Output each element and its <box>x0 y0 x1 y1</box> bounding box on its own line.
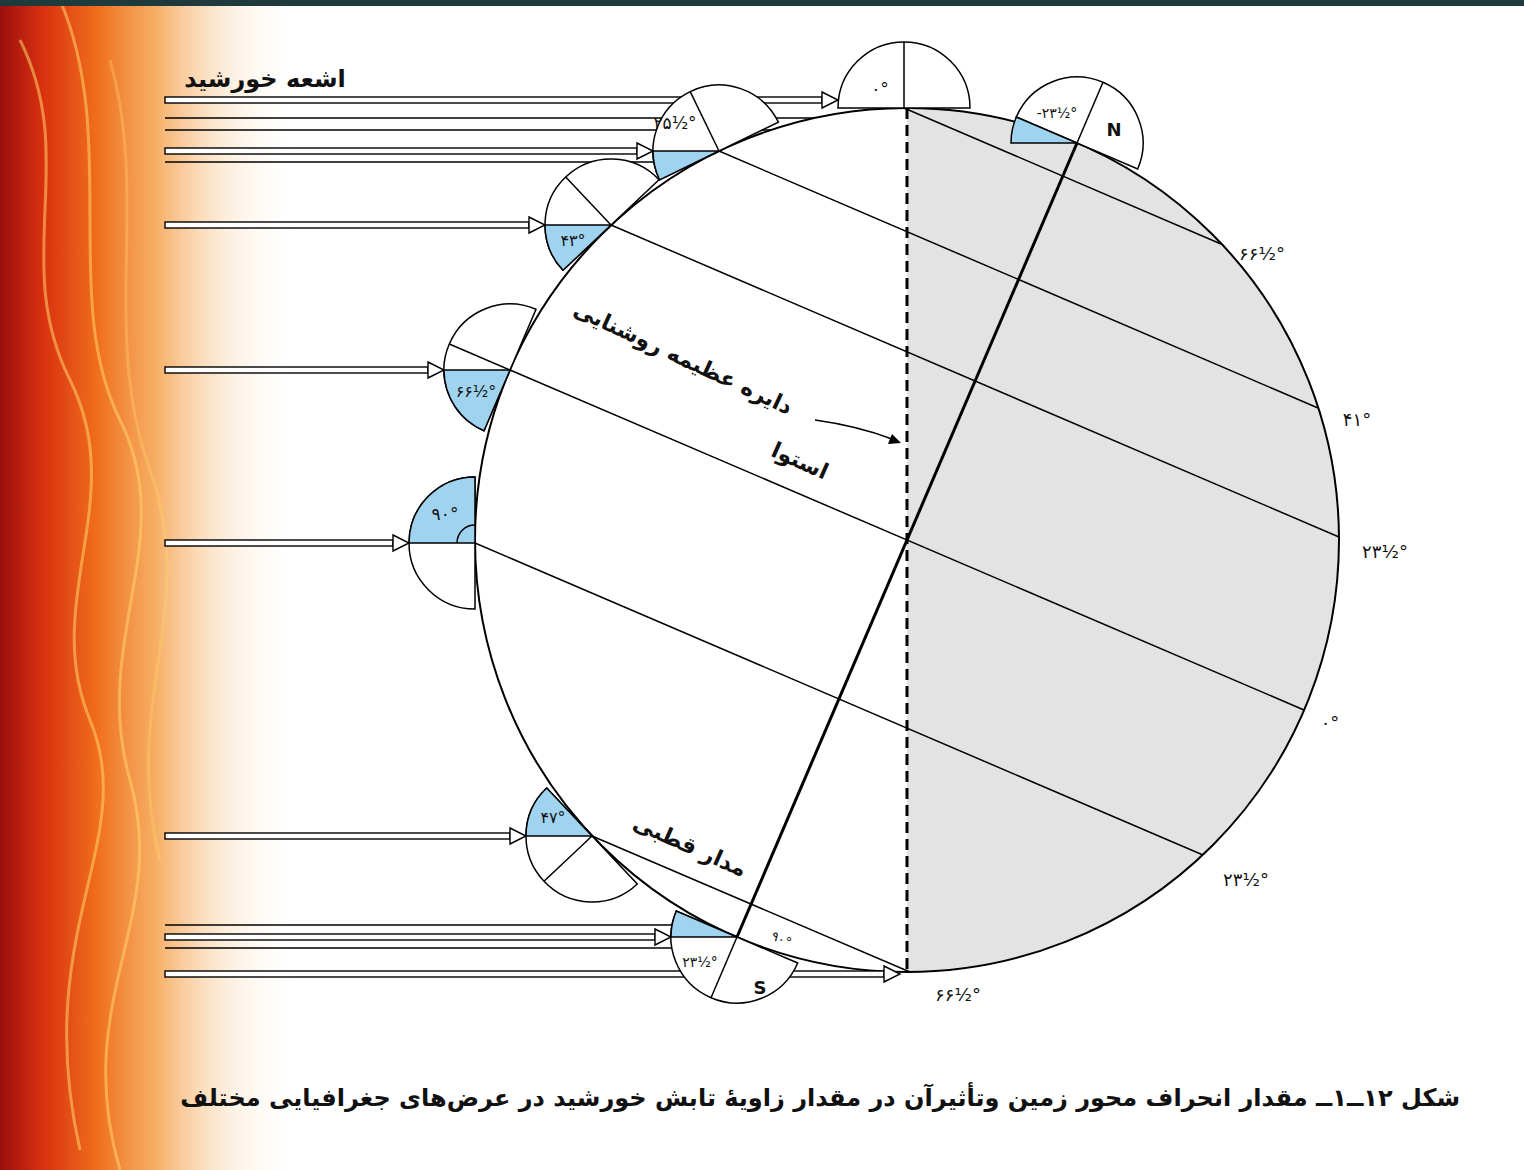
pointer-arrow <box>815 420 892 439</box>
pole-letter: S <box>754 978 767 999</box>
pole-letter: N <box>1106 120 1121 141</box>
angle-value: ۶۶½° <box>456 383 497 401</box>
angle-value: ۲۳½° <box>682 954 718 970</box>
sun-streak <box>110 60 167 860</box>
ray-head <box>393 535 409 551</box>
angle-wedge <box>409 477 475 543</box>
angle-value: ۹۰° <box>432 505 459 525</box>
latitude-value: ۰° <box>1321 713 1340 734</box>
latitude-value: ۶۶½° <box>1239 244 1285 265</box>
ray-shaft <box>165 148 637 154</box>
earth-axis <box>737 143 1077 937</box>
pointer-arrow-head <box>888 434 901 444</box>
angle-marker <box>526 788 637 902</box>
ray-shaft <box>165 540 393 546</box>
sun-streaks <box>20 0 167 1170</box>
ray-head <box>428 362 444 378</box>
ray-shaft <box>165 934 655 940</box>
latitude-lines <box>475 108 1339 972</box>
latitude-value: ۴۱° <box>1343 410 1371 431</box>
night-half <box>907 108 1339 972</box>
sun-streak <box>60 0 141 1170</box>
latitude-value: ۲۳½° <box>1362 542 1408 563</box>
latitude-value: ۶۶½° <box>935 985 981 1006</box>
ray-head <box>510 828 526 844</box>
sun-glow <box>0 0 300 1170</box>
marker-normal <box>544 836 592 881</box>
latitude-value: ۲۳½° <box>1223 870 1269 891</box>
earth-disc <box>475 108 1339 972</box>
angle-marker <box>838 42 970 108</box>
rays-title: اشعه خورشید <box>184 66 346 94</box>
marker-normal <box>903 42 905 108</box>
angle-wedge <box>671 911 737 937</box>
angle-marker <box>671 911 798 1003</box>
angle-marker <box>1016 77 1143 169</box>
marker-normal <box>449 344 510 370</box>
sun-ray-line <box>165 117 900 118</box>
figure-caption: شکل ۱۲ــ۱ــ مقدار انحراف محور زمین وتأثی… <box>180 1084 1460 1112</box>
top-frame-bar <box>0 0 1524 6</box>
angle-value: ۰° <box>871 80 889 100</box>
earth-outline <box>475 108 1339 972</box>
angle-value: ۴۷° <box>540 809 565 827</box>
ray-shaft <box>165 367 428 373</box>
ray-head <box>822 92 838 108</box>
marker-normal <box>566 177 611 225</box>
angle-marker <box>653 85 778 180</box>
ray-head <box>884 966 900 982</box>
angle-value: ۲۵½° <box>653 114 696 134</box>
angle-wedge <box>526 788 592 836</box>
ray-shaft <box>165 833 510 839</box>
right-angle-arc <box>457 525 475 543</box>
angle-value: ۴۳° <box>560 232 585 250</box>
marker-normal <box>1077 82 1103 143</box>
angle-marker <box>409 477 475 609</box>
angle-marker <box>444 304 536 431</box>
angle-marker <box>545 159 659 270</box>
ray-head <box>637 143 653 159</box>
ray-head <box>655 929 671 945</box>
sun-angle-markers <box>409 42 1143 1003</box>
angle-wedge <box>653 151 719 180</box>
ray-shaft <box>165 222 529 228</box>
sun-ray-arrows <box>165 92 900 982</box>
angle-value: -۲۳½° <box>1037 105 1078 121</box>
angle-wedge <box>444 370 510 431</box>
ray-head <box>529 217 545 233</box>
angle-wedge <box>545 225 611 270</box>
